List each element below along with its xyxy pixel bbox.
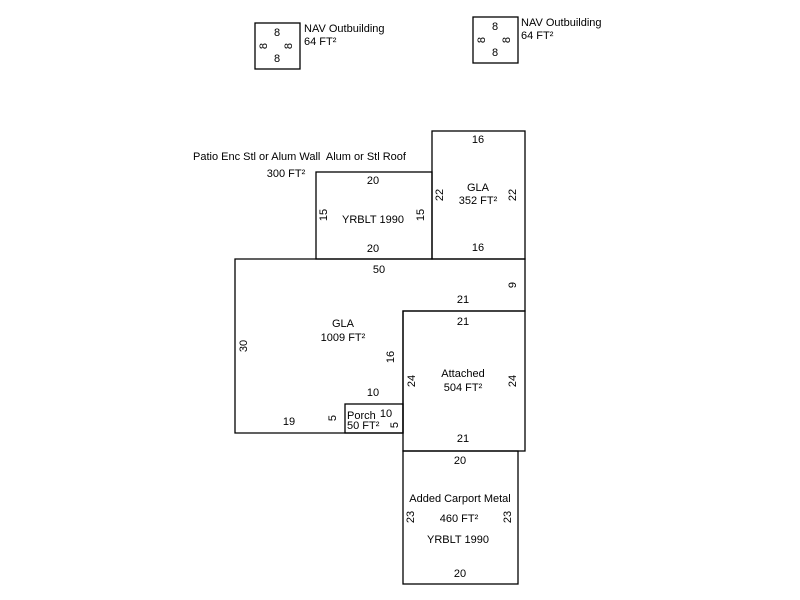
- year-built: YRBLT 1990: [342, 214, 404, 226]
- area-label: Attached: [441, 368, 484, 380]
- dim-top: 20: [367, 175, 379, 187]
- outbuilding-2-outline: [472, 16, 519, 64]
- dim-bottom: 20: [454, 568, 466, 580]
- area-size: 300 FT²: [267, 168, 306, 180]
- dim-bottom: 8: [274, 53, 280, 65]
- area-size: 64 FT²: [521, 30, 554, 42]
- gla-main-outline: [234, 258, 526, 434]
- dim-left: 22: [434, 189, 446, 201]
- porch-area: Porch 10 50 FT² 5: [344, 403, 404, 434]
- dim-top: 10: [380, 408, 392, 420]
- area-size: 64 FT²: [304, 36, 337, 48]
- dim-step: 21: [457, 294, 469, 306]
- gla-upper-area: 16 16 22 22 GLA 352 FT²: [431, 130, 526, 260]
- dim-right: 8: [501, 37, 513, 43]
- gla-main-area: 50 9 21 30 GLA 1009 FT² 16 10 19 5: [234, 258, 526, 434]
- dim-top: 21: [457, 316, 469, 328]
- dim-porch-side: 5: [327, 415, 339, 421]
- area-size: 1009 FT²: [321, 332, 366, 344]
- dim-right: 24: [507, 375, 519, 387]
- area-label: Added Carport Metal: [409, 493, 511, 505]
- dim-top: 20: [454, 455, 466, 467]
- dim-right: 5: [389, 422, 401, 428]
- dim-top: 8: [274, 27, 280, 39]
- dim-left: 23: [405, 511, 417, 523]
- dim-left: 30: [238, 340, 250, 352]
- area-label: NAV Outbuilding: [521, 17, 602, 29]
- area-label: GLA: [467, 182, 490, 194]
- area-label: Porch: [347, 410, 376, 422]
- dim-inner-vertical: 16: [385, 351, 397, 363]
- dim-right: 22: [507, 189, 519, 201]
- dim-right: 23: [502, 511, 514, 523]
- carport-area: 20 20 23 23 Added Carport Metal 460 FT² …: [402, 450, 519, 585]
- dim-bottom: 20: [367, 243, 379, 255]
- dim-top: 50: [373, 264, 385, 276]
- dim-left: 24: [406, 375, 418, 387]
- patio-area: Patio Enc Stl or Alum Wall Alum or Stl R…: [193, 151, 433, 260]
- dim-bottom: 16: [472, 242, 484, 254]
- area-label: NAV Outbuilding: [304, 23, 385, 35]
- dim-bottom: 8: [492, 47, 498, 59]
- dim-right: 8: [283, 43, 295, 49]
- dim-right: 15: [415, 209, 427, 221]
- area-label: Patio Enc Stl or Alum Wall Alum or Stl R…: [193, 151, 407, 163]
- dim-top: 8: [492, 21, 498, 33]
- dim-top: 16: [472, 134, 484, 146]
- area-size: 460 FT²: [440, 513, 479, 525]
- area-size: 504 FT²: [444, 382, 483, 394]
- outbuilding-1-outline: [254, 22, 301, 70]
- dim-left: 8: [258, 43, 270, 49]
- area-label: GLA: [332, 318, 355, 330]
- area-size: 352 FT²: [459, 195, 498, 207]
- dim-left: 15: [318, 209, 330, 221]
- dim-right: 9: [507, 282, 519, 288]
- year-built: YRBLT 1990: [427, 534, 489, 546]
- outbuilding-2: 8 8 8 8 NAV Outbuilding 64 FT²: [472, 16, 602, 64]
- outbuilding-1: 8 8 8 8 NAV Outbuilding 64 FT²: [254, 22, 385, 70]
- dim-left: 8: [476, 37, 488, 43]
- area-size: 50 FT²: [347, 420, 380, 432]
- attached-area: 21 21 24 24 Attached 504 FT²: [402, 310, 526, 452]
- dim-bottom: 19: [283, 416, 295, 428]
- carport-outline: [402, 450, 519, 585]
- dim-bottom: 21: [457, 433, 469, 445]
- dim-inner-horizontal: 10: [367, 387, 379, 399]
